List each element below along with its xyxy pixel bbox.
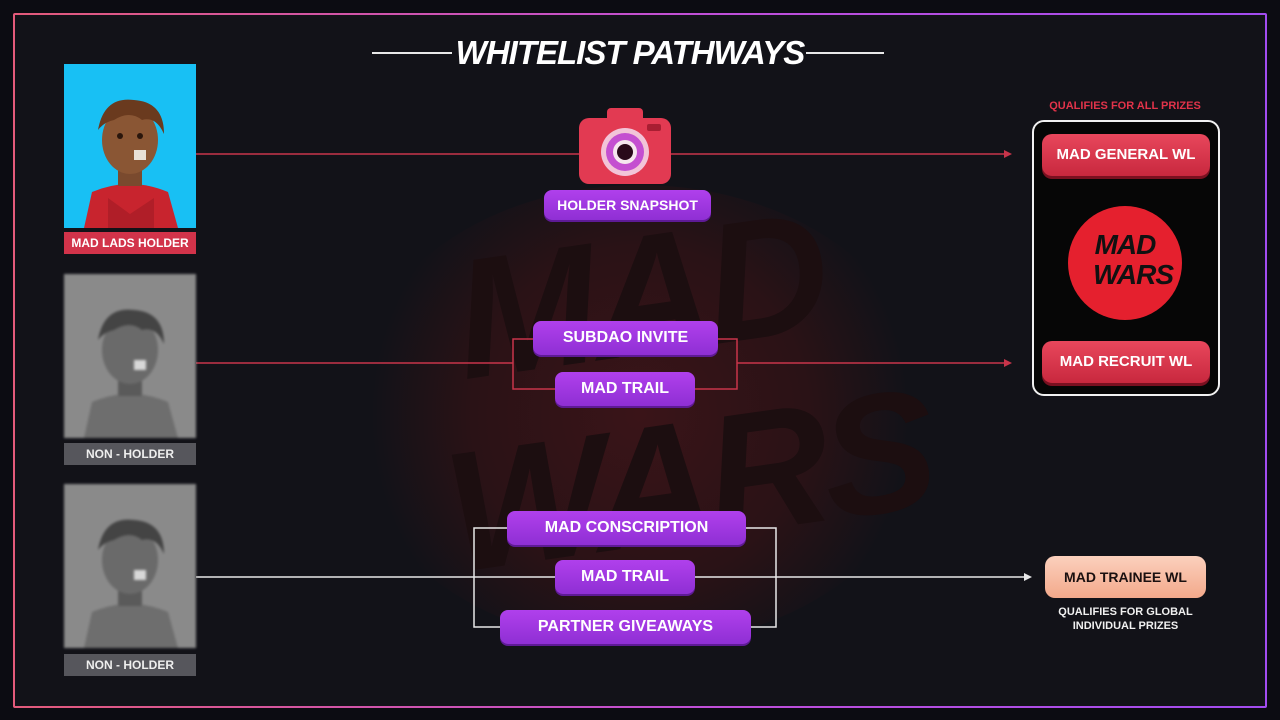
holder-label: MAD LADS HOLDER (64, 232, 196, 254)
mad-recruit-wl-badge: MAD RECRUIT WL (1042, 341, 1210, 383)
row1-arrowhead (1004, 150, 1012, 158)
mad-trail-pill-row2: MAD TRAIL (555, 372, 695, 406)
row2-bracket-right (695, 338, 738, 390)
trainee-caption-line-2: INDIVIDUAL PRIZES (1072, 620, 1179, 632)
page-title: WHITELIST PATHWAYS (455, 34, 806, 71)
non-holder-avatar-1 (64, 274, 196, 438)
grayscale-portrait (84, 309, 178, 438)
row2-arrowhead (1004, 359, 1012, 367)
non-holder-label-1: NON - HOLDER (64, 443, 196, 465)
trainee-caption-line-1: QUALIFIES FOR GLOBAL (1058, 606, 1193, 618)
logo-line-2: WARS (1093, 259, 1174, 290)
non-holder-avatar-2 (64, 484, 196, 648)
row2-bracket-left (512, 338, 555, 390)
mad-general-wl-badge: MAD GENERAL WL (1042, 134, 1210, 176)
logo-line-1: MAD (1094, 229, 1157, 260)
camera-icon (577, 106, 673, 186)
subdao-invite-pill: SUBDAO INVITE (533, 321, 718, 355)
title-block: WHITELIST PATHWAYS (360, 33, 900, 73)
holder-avatar (64, 64, 196, 228)
title-rule-right (806, 52, 884, 54)
title-rule-left (372, 52, 452, 54)
row3-bracket-left (473, 527, 507, 628)
mad-wars-logo: MAD WARS (1068, 206, 1182, 320)
all-prizes-caption: QUALIFIES FOR ALL PRIZES (1049, 100, 1201, 112)
mad-lad-portrait (84, 99, 178, 228)
row3-arrowhead (1024, 573, 1032, 581)
non-holder-label-2: NON - HOLDER (64, 654, 196, 676)
mad-trainee-wl-badge: MAD TRAINEE WL (1045, 556, 1206, 598)
mad-trail-pill-row3: MAD TRAIL (555, 560, 695, 594)
partner-giveaways-pill: PARTNER GIVEAWAYS (500, 610, 751, 644)
grayscale-portrait (84, 519, 178, 648)
holder-snapshot-pill: HOLDER SNAPSHOT (544, 190, 711, 220)
mad-conscription-pill: MAD CONSCRIPTION (507, 511, 746, 545)
